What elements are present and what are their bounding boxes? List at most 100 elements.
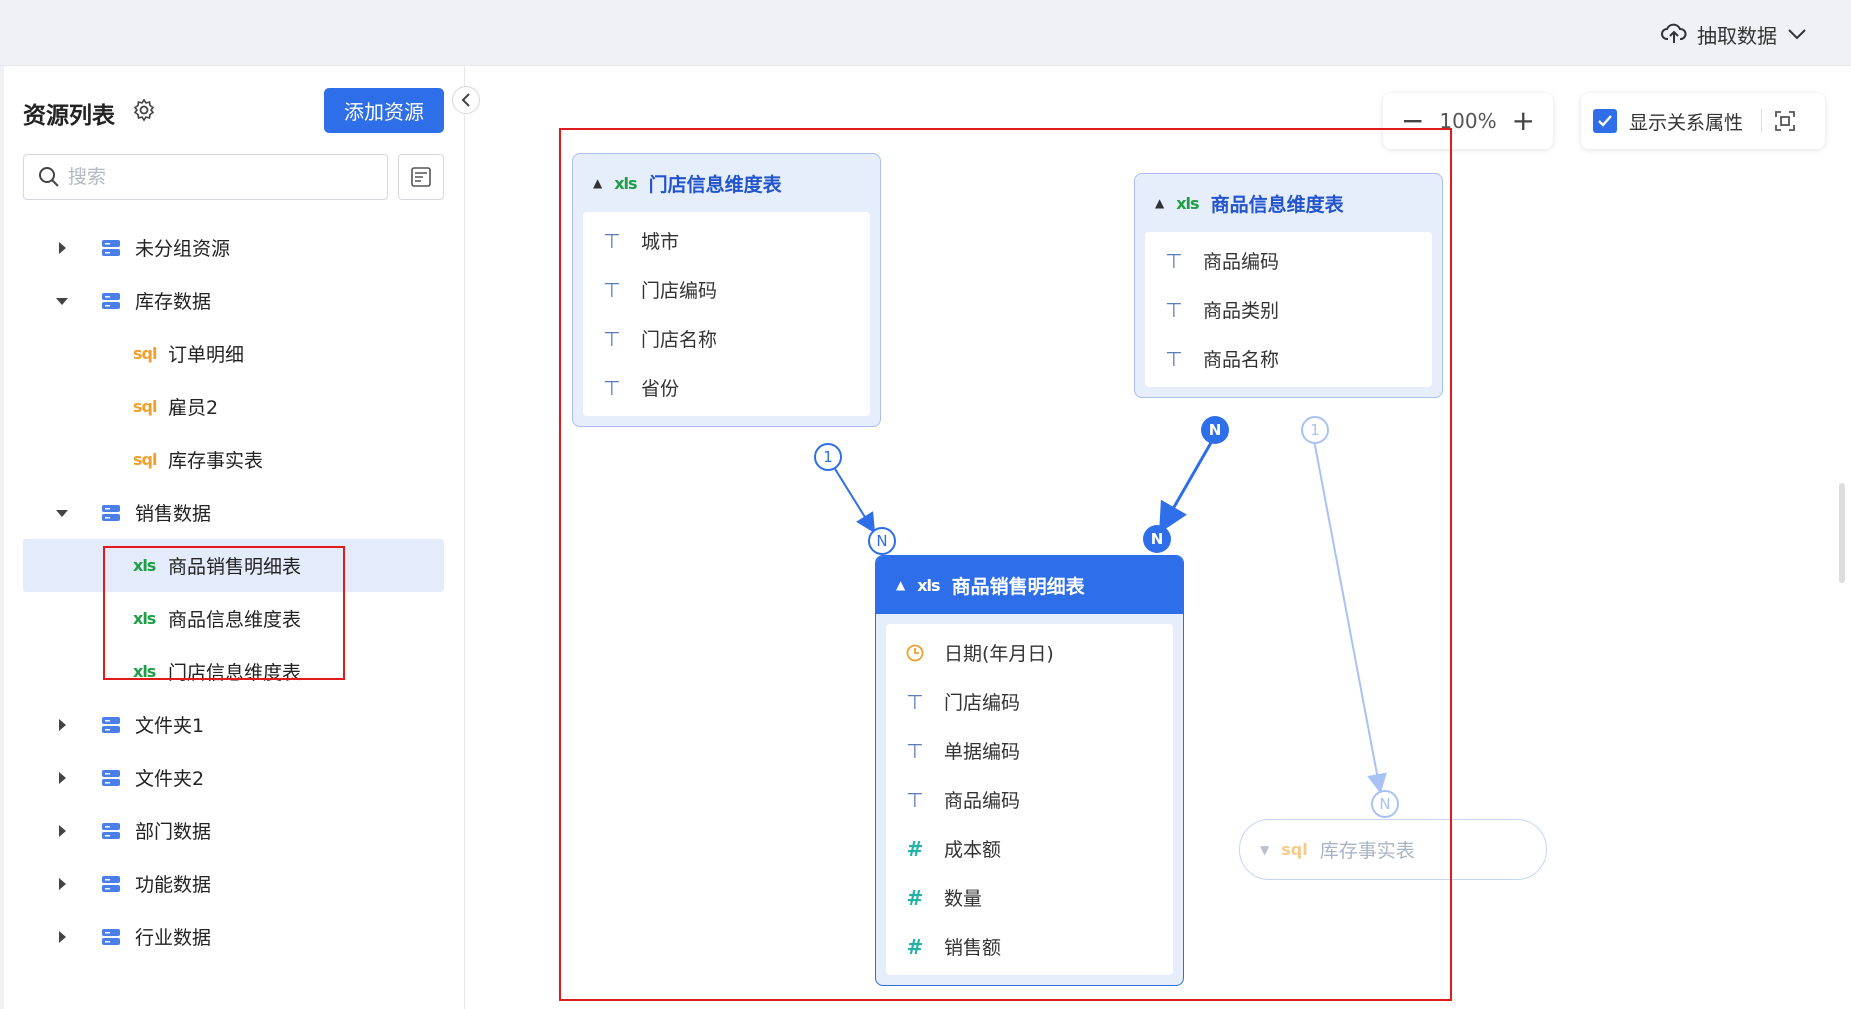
caret-down-icon[interactable]: [55, 294, 69, 308]
zoom-out-button[interactable]: −: [1401, 104, 1425, 137]
cardinality-badge: N: [1143, 525, 1171, 553]
extract-data-button[interactable]: 抽取数据: [1661, 20, 1807, 48]
field-row[interactable]: #成本额: [886, 824, 1173, 873]
tree-label: 文件夹2: [135, 768, 205, 790]
tree-folder[interactable]: 文件夹1: [23, 698, 444, 751]
tree-folder[interactable]: 功能数据: [23, 857, 444, 910]
field-row[interactable]: 日期(年月日): [886, 628, 1173, 677]
field-row[interactable]: ⊤ 单据编码: [886, 726, 1173, 775]
zoom-control: − 100% +: [1383, 93, 1553, 149]
tree-item[interactable]: sql 雇员2: [23, 380, 444, 433]
add-resource-button[interactable]: 添加资源: [324, 88, 444, 133]
filter-button[interactable]: [398, 154, 444, 200]
divider: [1761, 109, 1763, 133]
search-input[interactable]: [68, 166, 358, 188]
collapse-sidebar-button[interactable]: [452, 86, 480, 114]
cardinality-badge: 1: [1301, 416, 1329, 444]
fit-view-icon[interactable]: [1774, 110, 1796, 132]
field-name: 商品编码: [1203, 251, 1280, 273]
field-row[interactable]: ⊤城市: [583, 216, 870, 265]
field-row[interactable]: ⊤门店编码: [886, 677, 1173, 726]
table-card-header[interactable]: ▲ xls 商品销售明细表: [876, 556, 1183, 614]
field-name: 数量: [944, 888, 983, 910]
table-card-header[interactable]: ▲ xls 商品信息维度表: [1145, 174, 1432, 232]
field-list: ⊤城市 ⊤门店编码 ⊤门店名称 ⊤省份: [583, 212, 870, 416]
text-type-icon: ⊤: [906, 787, 924, 812]
expand-triangle-icon[interactable]: ▼: [1260, 842, 1270, 857]
tree-folder[interactable]: 行业数据: [23, 910, 444, 963]
table-card-header[interactable]: ▲ xls 门店信息维度表: [583, 154, 870, 212]
text-type-icon: ⊤: [906, 738, 924, 763]
field-name: 日期(年月日): [944, 643, 1054, 665]
folder-icon: [102, 875, 120, 892]
show-relation-toggle: 显示关系属性: [1581, 93, 1825, 149]
zoom-level: 100%: [1439, 109, 1497, 133]
caret-right-icon[interactable]: [55, 718, 69, 732]
tree-label: 商品信息维度表: [168, 609, 302, 631]
tree-folder[interactable]: 文件夹2: [23, 751, 444, 804]
field-row[interactable]: ⊤ 商品编码: [886, 775, 1173, 824]
field-row[interactable]: ⊤ 商品名称: [1145, 334, 1432, 383]
xls-icon: xls: [133, 609, 156, 628]
tree-label: 商品销售明细表: [168, 556, 302, 578]
xls-icon: xls: [917, 575, 940, 595]
tree-item[interactable]: sql 订单明细: [23, 327, 444, 380]
cardinality-badge: N: [1201, 416, 1229, 444]
collapse-triangle-icon[interactable]: ▲: [593, 176, 603, 190]
field-row[interactable]: ⊤商品类别: [1145, 285, 1432, 334]
tree-item[interactable]: xls 商品信息维度表: [23, 592, 444, 645]
field-name: 门店编码: [944, 692, 1021, 714]
caret-right-icon[interactable]: [55, 771, 69, 785]
tree-folder[interactable]: 部门数据: [23, 804, 444, 857]
field-row[interactable]: #销售额: [886, 922, 1173, 971]
tree-item[interactable]: xls 门店信息维度表: [23, 645, 444, 698]
tree-folder[interactable]: 库存数据: [23, 274, 444, 327]
tree-label: 雇员2: [168, 397, 219, 419]
xls-icon: xls: [1176, 193, 1199, 213]
field-name: 销售额: [944, 937, 1002, 959]
xls-icon: xls: [133, 556, 156, 575]
tree-item-selected[interactable]: xls 商品销售明细表: [23, 539, 444, 592]
field-row[interactable]: ⊤门店名称: [583, 314, 870, 363]
table-card-sales[interactable]: ▲ xls 商品销售明细表 日期(年月日) ⊤门店编码 ⊤单据编码 ⊤商品编码 …: [875, 555, 1184, 986]
canvas-scrollbar[interactable]: [1839, 483, 1845, 583]
caret-right-icon[interactable]: [55, 930, 69, 944]
caret-right-icon[interactable]: [55, 241, 69, 255]
search-box[interactable]: [23, 154, 388, 200]
text-type-icon: ⊤: [1165, 346, 1183, 371]
resource-tree: 未分组资源 库存数据 sql 订单明细 sql 雇员2 sql 库存事实表 销售…: [23, 221, 444, 963]
field-row[interactable]: # 数量: [886, 873, 1173, 922]
tree-folder[interactable]: 未分组资源: [23, 221, 444, 274]
number-type-icon: #: [906, 885, 924, 910]
folder-icon: [102, 292, 120, 309]
caret-down-icon[interactable]: [55, 506, 69, 520]
table-name: 商品销售明细表: [951, 575, 1085, 598]
field-row[interactable]: ⊤省份: [583, 363, 870, 412]
field-name: 商品名称: [1203, 349, 1280, 371]
field-name: 单据编码: [944, 741, 1021, 763]
table-card-store[interactable]: ▲ xls 门店信息维度表 ⊤城市 ⊤门店编码 ⊤门店名称 ⊤省份: [572, 153, 881, 427]
resource-sidebar: 资源列表 添加资源 未分组资源 库存数据 sql: [0, 66, 492, 1009]
zoom-in-button[interactable]: +: [1511, 104, 1535, 137]
cloud-upload-icon: [1661, 23, 1687, 43]
field-row[interactable]: ⊤商品编码: [1145, 236, 1432, 285]
table-card-product[interactable]: ▲ xls 商品信息维度表 ⊤商品编码 ⊤商品类别 ⊤ 商品名称: [1134, 173, 1443, 398]
list-filter-icon: [411, 167, 431, 187]
folder-icon: [102, 716, 120, 733]
show-relation-checkbox[interactable]: [1593, 109, 1617, 133]
tree-item[interactable]: sql 库存事实表: [23, 433, 444, 486]
caret-right-icon[interactable]: [55, 824, 69, 838]
table-card-inventory-collapsed[interactable]: ▼ sql 库存事实表: [1239, 819, 1547, 880]
field-name: 商品编码: [944, 790, 1021, 812]
collapse-triangle-icon[interactable]: ▲: [896, 578, 906, 592]
gear-icon[interactable]: [132, 98, 156, 122]
tree-folder[interactable]: 销售数据: [23, 486, 444, 539]
xls-icon: xls: [614, 173, 637, 193]
collapse-triangle-icon[interactable]: ▲: [1155, 196, 1165, 210]
field-row[interactable]: ⊤门店编码: [583, 265, 870, 314]
tree-label: 销售数据: [135, 503, 212, 525]
caret-right-icon[interactable]: [55, 877, 69, 891]
folder-icon: [102, 239, 120, 256]
folder-icon: [102, 504, 120, 521]
tree-label: 行业数据: [135, 927, 212, 949]
